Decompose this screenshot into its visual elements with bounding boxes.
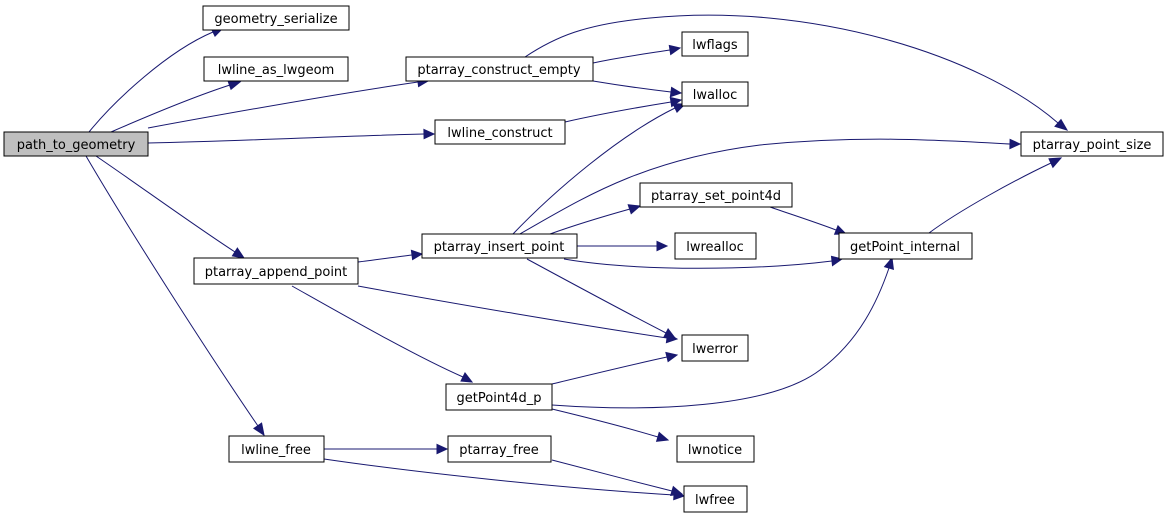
- edge-path_to_geometry-lwline_construct: [147, 128, 436, 144]
- node-label: lwline_free: [241, 443, 311, 458]
- edge-ptarray_free-lwfree: [551, 459, 684, 496]
- edge-ptarray_insert_point-ptarray_set_point4d: [549, 204, 642, 235]
- node-label: lwflags: [692, 38, 738, 53]
- edge-ptarray_set_point4d-getPoint_internal: [769, 206, 848, 235]
- edge-lwline_construct-lwalloc: [564, 96, 683, 123]
- node-label: path_to_geometry: [17, 138, 136, 153]
- edge-ptarray_append_point-getPoint4d_p: [291, 285, 474, 383]
- node-label: lwfree: [695, 493, 735, 508]
- node-lwalloc[interactable]: lwalloc: [681, 81, 749, 107]
- node-lwline-as-lwgeom[interactable]: lwline_as_lwgeom: [203, 56, 349, 82]
- node-getpoint-internal[interactable]: getPoint_internal: [838, 232, 973, 260]
- edge-getPoint4d_p-getPoint_internal: [551, 256, 894, 409]
- node-label: lwline_construct: [447, 126, 552, 141]
- edge-path_to_geometry-lwline_free: [85, 155, 265, 437]
- node-lwline-construct[interactable]: lwline_construct: [434, 119, 566, 145]
- node-path-to-geometry[interactable]: path_to_geometry: [3, 131, 149, 157]
- edge-getPoint4d_p-lwerror: [551, 351, 679, 385]
- edge-ptarray_append_point-lwerror: [357, 285, 679, 344]
- edge-getPoint4d_p-lwnotice: [551, 408, 670, 442]
- edge-ptarray_construct_empty-lwflags: [592, 44, 682, 64]
- node-label: geometry_serialize: [214, 12, 337, 27]
- node-label: ptarray_construct_empty: [417, 63, 580, 78]
- node-label: ptarray_insert_point: [434, 240, 565, 255]
- node-ptarray-construct-empty[interactable]: ptarray_construct_empty: [405, 56, 594, 82]
- node-label: ptarray_free: [459, 443, 539, 458]
- node-ptarray-insert-point[interactable]: ptarray_insert_point: [421, 233, 578, 259]
- node-lwflags[interactable]: lwflags: [681, 31, 749, 57]
- edge-lwline_free-ptarray_free: [324, 443, 449, 455]
- node-geometry-serialize[interactable]: geometry_serialize: [202, 5, 350, 31]
- node-lwline-free[interactable]: lwline_free: [228, 435, 325, 463]
- edge-path_to_geometry-ptarray_append_point: [95, 155, 246, 259]
- node-lwrealloc[interactable]: lwrealloc: [674, 232, 757, 260]
- node-lwfree[interactable]: lwfree: [683, 485, 748, 513]
- edge-ptarray_construct_empty-lwalloc: [592, 80, 683, 98]
- node-label: lwerror: [692, 342, 738, 357]
- node-ptarray-set-point4d[interactable]: ptarray_set_point4d: [639, 182, 793, 208]
- node-label: getPoint4d_p: [457, 391, 542, 406]
- node-getpoint4d-p[interactable]: getPoint4d_p: [445, 383, 553, 411]
- node-label: ptarray_point_size: [1033, 138, 1152, 153]
- node-label: lwnotice: [688, 443, 742, 458]
- edge-ptarray_append_point-ptarray_insert_point: [357, 249, 424, 263]
- node-label: lwalloc: [693, 88, 738, 103]
- edge-getPoint_internal-ptarray_point_size: [928, 157, 1063, 234]
- node-label: ptarray_set_point4d: [651, 189, 781, 204]
- edge-path_to_geometry-geometry_serialize: [88, 27, 225, 133]
- node-ptarray-point-size[interactable]: ptarray_point_size: [1020, 131, 1164, 157]
- node-label: getPoint_internal: [850, 240, 960, 255]
- edge-ptarray_insert_point-lwrealloc: [576, 240, 669, 252]
- edge-lwline_free-lwfree: [323, 458, 686, 501]
- node-label: lwrealloc: [686, 240, 744, 255]
- node-lwnotice[interactable]: lwnotice: [676, 435, 755, 463]
- node-ptarray-free[interactable]: ptarray_free: [447, 435, 552, 463]
- edge-ptarray_insert_point-lwerror: [526, 258, 677, 339]
- node-ptarray-append-point[interactable]: ptarray_append_point: [193, 257, 359, 285]
- edge-ptarray_construct_empty-ptarray_point_size: [524, 14, 1069, 131]
- edge-ptarray_insert_point-ptarray_point_size: [517, 138, 1022, 236]
- node-label: ptarray_append_point: [205, 265, 348, 280]
- node-label: lwline_as_lwgeom: [218, 63, 335, 78]
- node-lwerror[interactable]: lwerror: [681, 334, 749, 362]
- edge-path_to_geometry-ptarray_construct_empty: [147, 76, 430, 129]
